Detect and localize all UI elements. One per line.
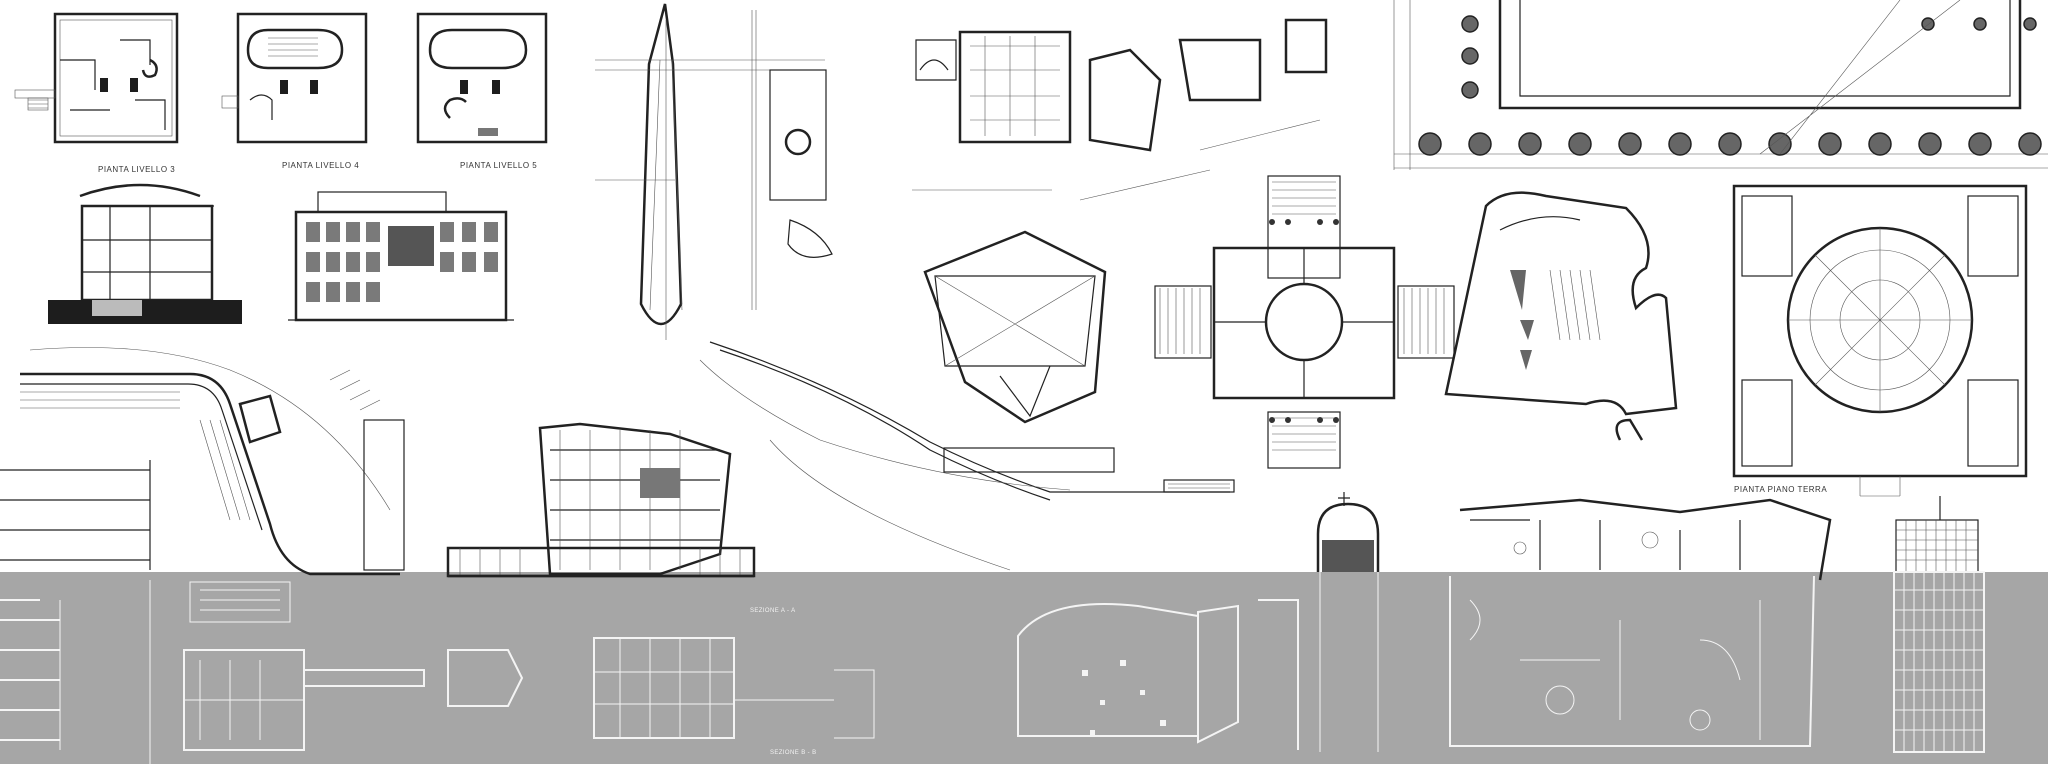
- cultural-centre-section: [446, 422, 756, 578]
- grid-tower: [1895, 496, 1979, 573]
- caption-section-bb: SEZIONE B - B: [770, 750, 817, 756]
- caption-plan-level-5: PIANTA LIVELLO 5: [460, 161, 537, 170]
- hexagonal-plan: [923, 230, 1107, 424]
- caption-plan-level-3: PIANTA LIVELLO 3: [98, 165, 175, 174]
- irregular-interior-plan: [1459, 498, 1832, 581]
- elongated-plan-drawing: [595, 3, 833, 340]
- grey-band: [0, 572, 2048, 764]
- site-plan: [0, 347, 405, 576]
- villa-plan: [912, 18, 1328, 201]
- chapel-plan: [1444, 191, 1678, 441]
- floor-plan-level-4: PIANTA LIVELLO 4: [221, 12, 368, 170]
- floor-plan-level-5: PIANTA LIVELLO 5: [416, 12, 548, 170]
- grey-band-drawings: SEZIONE A - A SEZIONE B - B: [0, 571, 1985, 764]
- caption-section-aa: SEZIONE A - A: [750, 608, 796, 614]
- building-elevation: [288, 191, 514, 322]
- caption-plan-ground-floor: PIANTA PIANO TERRA: [1734, 485, 1827, 494]
- chapel-elevation: [1316, 492, 1380, 572]
- floor-plan-level-3: PIANTA LIVELLO 3: [14, 12, 179, 174]
- colonnade-plan: [1393, 0, 2048, 170]
- ribbon-plan: [699, 341, 1235, 571]
- caption-plan-level-4: PIANTA LIVELLO 4: [282, 161, 359, 170]
- rotunda-plan: PIANTA PIANO TERRA: [1732, 184, 2028, 497]
- building-section: [48, 183, 242, 324]
- cross-villa-plan: [1154, 175, 1455, 469]
